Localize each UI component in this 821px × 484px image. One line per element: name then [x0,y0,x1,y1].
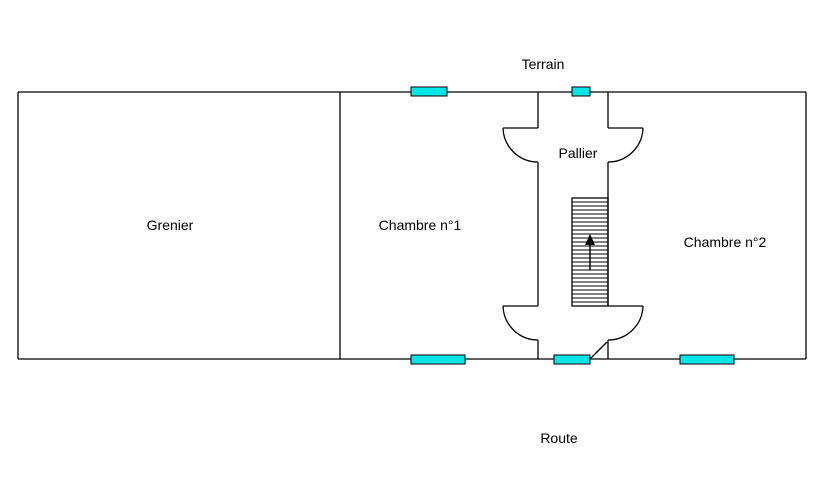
door-bottom-left [502,305,539,341]
label-grenier: Grenier [147,217,194,233]
window-south-chambre1 [410,354,466,365]
window-south-chambre2 [679,354,735,365]
door-landing-south [589,341,608,360]
staircase [571,197,609,307]
label-chambre-1: Chambre n°1 [379,217,462,233]
label-terrain: Terrain [522,56,565,72]
label-route: Route [540,430,578,446]
arrow-up-icon [585,234,595,245]
window-south-landing [553,354,591,365]
door-top-left [502,127,539,163]
door-top-right [607,127,644,163]
label-pallier: Pallier [559,145,598,161]
door-bottom-right [607,305,644,341]
window-north-landing [571,86,591,97]
label-chambre-2: Chambre n°2 [684,234,767,250]
window-north-chambre1 [410,86,448,97]
